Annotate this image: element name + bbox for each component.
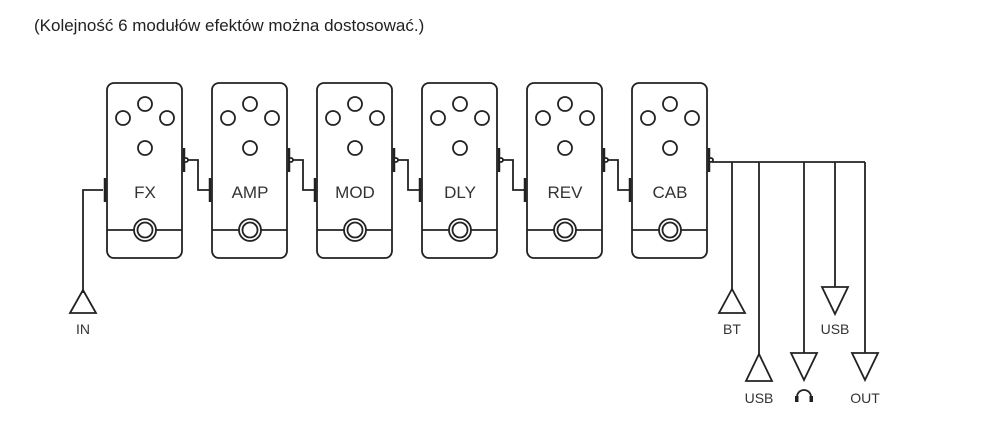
knob-icon — [115, 110, 131, 126]
footswitch-inner — [451, 221, 469, 239]
knob-icon — [557, 96, 573, 112]
input-triangle-icon — [68, 288, 98, 314]
knob-icon — [159, 110, 175, 126]
knob-icon — [579, 110, 595, 126]
module-label: MOD — [335, 183, 375, 202]
pedal-body — [526, 82, 603, 259]
module-label: CAB — [653, 183, 688, 202]
patch-cable — [293, 159, 315, 191]
jack-dot — [498, 157, 504, 163]
usb-in-triangle-icon — [744, 351, 774, 382]
effect-module-dly[interactable]: DLY — [418, 82, 504, 259]
knob-icon — [684, 110, 700, 126]
output-label-usb-in: USB — [745, 390, 774, 406]
output-label-out: OUT — [850, 390, 880, 406]
patch-cable — [188, 159, 210, 191]
bt-triangle-icon — [717, 287, 747, 314]
jack-dot — [603, 157, 609, 163]
headphones-icon — [795, 389, 813, 402]
knob-icon — [325, 110, 341, 126]
knob-icon — [369, 110, 385, 126]
knob-icon — [640, 110, 656, 126]
knob-icon — [137, 96, 153, 112]
jack-dot — [708, 157, 714, 163]
knob-icon — [347, 96, 363, 112]
footswitch-inner — [556, 221, 574, 239]
jack-dot — [393, 157, 399, 163]
knob-icon — [137, 140, 153, 156]
usb-out-triangle-icon — [820, 286, 850, 317]
output-label-usb-out: USB — [821, 321, 850, 337]
knob-icon — [347, 140, 363, 156]
effect-module-amp[interactable]: AMP — [208, 82, 294, 259]
footswitch-inner — [136, 221, 154, 239]
pedal-body — [106, 82, 183, 259]
knob-icon — [452, 140, 468, 156]
knob-icon — [264, 110, 280, 126]
knob-icon — [662, 96, 678, 112]
footswitch-inner — [346, 221, 364, 239]
knob-icon — [430, 110, 446, 126]
output-label-bt: BT — [723, 321, 741, 337]
effect-module-rev[interactable]: REV — [523, 82, 609, 259]
patch-cable — [503, 159, 525, 191]
knob-icon — [662, 140, 678, 156]
jack-dot — [183, 157, 189, 163]
caption: (Kolejność 6 modułów efektów można dosto… — [34, 16, 425, 35]
pedal-body — [211, 82, 288, 259]
pedal-body — [421, 82, 498, 259]
patch-cable — [398, 159, 420, 191]
knob-icon — [474, 110, 490, 126]
out-triangle-icon — [850, 352, 880, 383]
module-label: DLY — [444, 183, 476, 202]
jack-dot — [288, 157, 294, 163]
pedal-body — [631, 82, 708, 259]
knob-icon — [557, 140, 573, 156]
output-bus: BT USB USB OUT — [712, 161, 880, 406]
input-label: IN — [76, 321, 90, 337]
footswitch-inner — [661, 221, 679, 239]
knob-icon — [242, 140, 258, 156]
knob-icon — [242, 96, 258, 112]
footswitch-inner — [241, 221, 259, 239]
effect-module-fx[interactable]: FX — [103, 82, 189, 259]
headphone-triangle-icon — [789, 352, 819, 383]
input-jack: IN — [68, 189, 103, 337]
module-label: AMP — [232, 183, 269, 202]
pedal-body — [316, 82, 393, 259]
knob-icon — [535, 110, 551, 126]
effect-module-cab[interactable]: CAB — [628, 82, 714, 259]
module-label: FX — [134, 183, 156, 202]
knob-icon — [220, 110, 236, 126]
patch-cable — [608, 159, 630, 191]
effect-module-mod[interactable]: MOD — [313, 82, 399, 259]
knob-icon — [452, 96, 468, 112]
module-label: REV — [548, 183, 584, 202]
